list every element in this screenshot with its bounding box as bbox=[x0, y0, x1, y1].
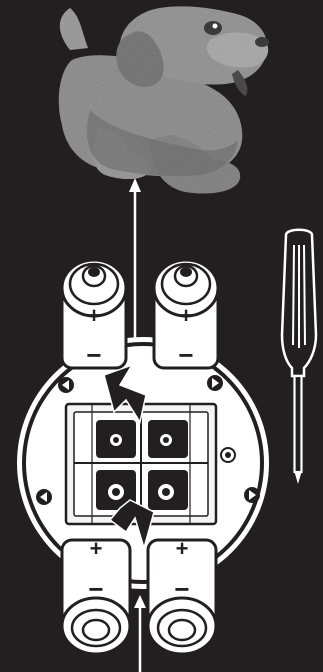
negative-label: − bbox=[174, 574, 189, 604]
battery-compartment bbox=[17, 337, 269, 589]
aa-battery-top-left: + − bbox=[62, 260, 126, 370]
up-arrow-bottom bbox=[134, 595, 146, 672]
puppy-plush-illustration bbox=[59, 6, 268, 193]
up-arrow-top bbox=[129, 178, 141, 350]
positive-label: + bbox=[180, 303, 193, 328]
screwdriver-icon bbox=[282, 230, 316, 484]
positive-label: + bbox=[176, 536, 189, 561]
negative-label: − bbox=[86, 340, 101, 370]
positive-label: + bbox=[90, 536, 103, 561]
aa-battery-top-right: + − bbox=[154, 260, 218, 370]
negative-label: − bbox=[178, 340, 193, 370]
aa-battery-bottom-left: + − bbox=[62, 536, 130, 654]
aa-battery-bottom-right: + − bbox=[148, 536, 216, 654]
negative-label: − bbox=[88, 574, 103, 604]
positive-label: + bbox=[88, 303, 101, 328]
